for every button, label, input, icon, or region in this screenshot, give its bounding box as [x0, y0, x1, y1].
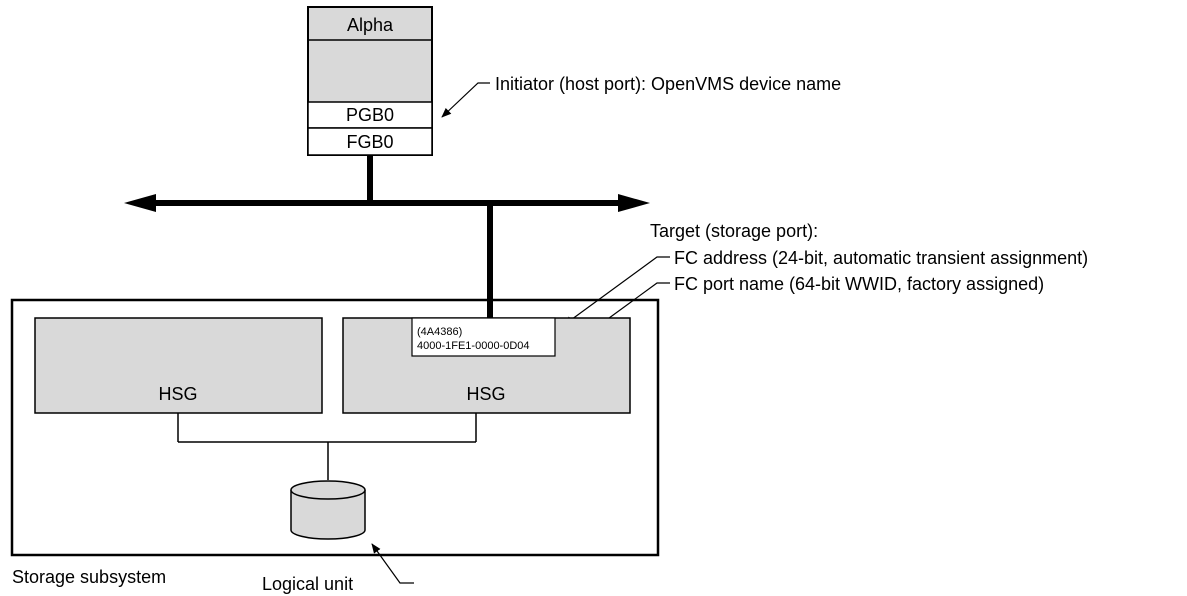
pgb0-port-box[interactable]: [307, 101, 433, 129]
alpha-host[interactable]: Alpha PGB0 FGB0: [307, 6, 433, 156]
bus-arrow-right: [618, 194, 650, 212]
hsg-left-label: HSG: [158, 384, 197, 404]
fc-bus: [124, 155, 650, 318]
logical-unit-disk-icon[interactable]: [290, 480, 366, 540]
logical-unit-callout: Logical unit: [262, 543, 414, 594]
disk-top: [290, 480, 366, 500]
hsg-controller-left[interactable]: HSG: [34, 317, 323, 414]
fgb0-port-label: FGB0: [346, 132, 393, 152]
fc-port-name-label: FC port name (64-bit WWID, factory assig…: [674, 274, 1044, 294]
logical-unit-leader: [371, 543, 414, 584]
storage-subsystem-frame: [10, 298, 660, 557]
controller-interconnect: [177, 413, 477, 480]
target-callouts: Target (storage port): FC address (24-bi…: [563, 221, 1088, 349]
pgb0-port-label: PGB0: [346, 105, 394, 125]
storage-port-wwid: 4000-1FE1-0000-0D04: [417, 340, 530, 352]
storage-port-fc-address: (4A4386): [417, 326, 462, 338]
initiator-label: Initiator (host port): OpenVMS device na…: [495, 74, 841, 94]
fc-address-leader: [563, 256, 670, 326]
initiator-leader: [441, 82, 490, 118]
disk-body: [290, 490, 366, 540]
fc-address-label: FC address (24-bit, automatic transient …: [674, 248, 1088, 268]
storage-subsystem[interactable]: HSG (4A4386) 4000-1FE1-0000-0D04 HSG Sto…: [10, 298, 660, 587]
storage-port-id-box: [411, 317, 556, 357]
logical-unit-label: Logical unit: [262, 574, 353, 594]
hsg-left-box: [34, 317, 323, 414]
hsg-controller-right[interactable]: (4A4386) 4000-1FE1-0000-0D04 HSG: [342, 317, 631, 414]
initiator-callout: Initiator (host port): OpenVMS device na…: [441, 74, 841, 118]
hsg-right-label: HSG: [466, 384, 505, 404]
storage-subsystem-label: Storage subsystem: [12, 567, 166, 587]
alpha-title: Alpha: [347, 15, 394, 35]
target-heading: Target (storage port):: [650, 221, 818, 241]
bus-arrow-left: [124, 194, 156, 212]
